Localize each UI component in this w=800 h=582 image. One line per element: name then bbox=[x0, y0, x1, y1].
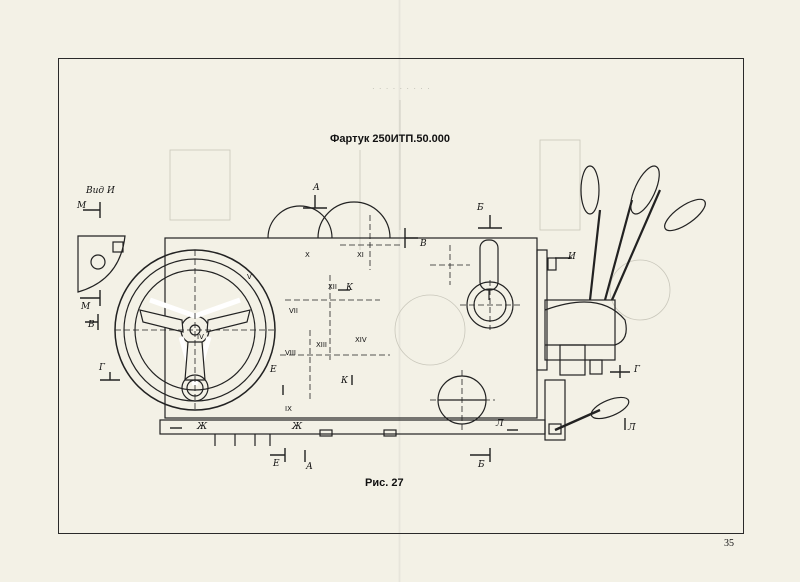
section-label-g-right: Г bbox=[634, 365, 640, 375]
section-label-m-top: М bbox=[77, 201, 87, 211]
figure-caption: Рис. 27 bbox=[365, 477, 404, 489]
section-label-g-left: Г bbox=[99, 363, 105, 373]
rack-rail bbox=[159, 419, 546, 435]
section-label-i-right: И bbox=[568, 252, 576, 262]
section-label-e-mid: Е bbox=[270, 365, 277, 375]
section-label-v-left: В bbox=[88, 320, 95, 330]
drawing-title: Фартук 250ИТП.50.000 bbox=[330, 133, 451, 145]
shaft-label-v: V bbox=[247, 273, 252, 281]
view-i-detail bbox=[77, 235, 126, 293]
view-i-label: Вид И bbox=[86, 186, 115, 196]
shaft-label-xiii: XIII bbox=[316, 341, 327, 349]
section-label-e-bottom: Е bbox=[273, 459, 280, 469]
section-label-l-left: Л bbox=[496, 419, 504, 429]
section-label-a-top: А bbox=[313, 183, 320, 193]
section-label-l-right: Л bbox=[628, 423, 636, 433]
lever-knob-1 bbox=[580, 165, 600, 215]
handwheel-handle bbox=[181, 374, 209, 402]
shaft-label-xi: XI bbox=[357, 251, 364, 259]
shaft-label-vii: VII bbox=[289, 307, 298, 315]
section-label-b-bottom: Б bbox=[478, 460, 485, 470]
shaft-label-iv: IV bbox=[197, 333, 204, 341]
section-label-b-top: Б bbox=[477, 203, 484, 213]
section-label-k-lower: К bbox=[341, 376, 348, 386]
section-label-v-right: В bbox=[420, 239, 427, 249]
bleed-through-text: · · · · · · · · · bbox=[372, 84, 431, 93]
shaft-label-xiv: XIV bbox=[355, 336, 367, 344]
lever-knob-2 bbox=[630, 165, 660, 215]
shaft-label-xii: XII bbox=[328, 283, 337, 291]
page-fold bbox=[398, 0, 401, 582]
section-label-zh-left: Ж bbox=[197, 422, 208, 432]
top-gear-right bbox=[317, 201, 391, 239]
lever-knob-lower bbox=[590, 396, 630, 420]
shaft-label-ix: IX bbox=[285, 405, 292, 413]
lever-knob-3 bbox=[664, 198, 706, 232]
top-gear-left bbox=[267, 205, 333, 239]
section-label-k-upper: К bbox=[346, 283, 353, 293]
shaft-label-x: X bbox=[305, 251, 310, 259]
drawing-frame bbox=[58, 58, 744, 534]
page-number: 35 bbox=[724, 538, 734, 549]
section-label-a-bottom: А bbox=[306, 462, 313, 472]
shaft-label-viii: VIII bbox=[285, 349, 296, 357]
section-label-m-bottom: М bbox=[81, 302, 91, 312]
section-label-zh-mid: Ж bbox=[292, 422, 303, 432]
